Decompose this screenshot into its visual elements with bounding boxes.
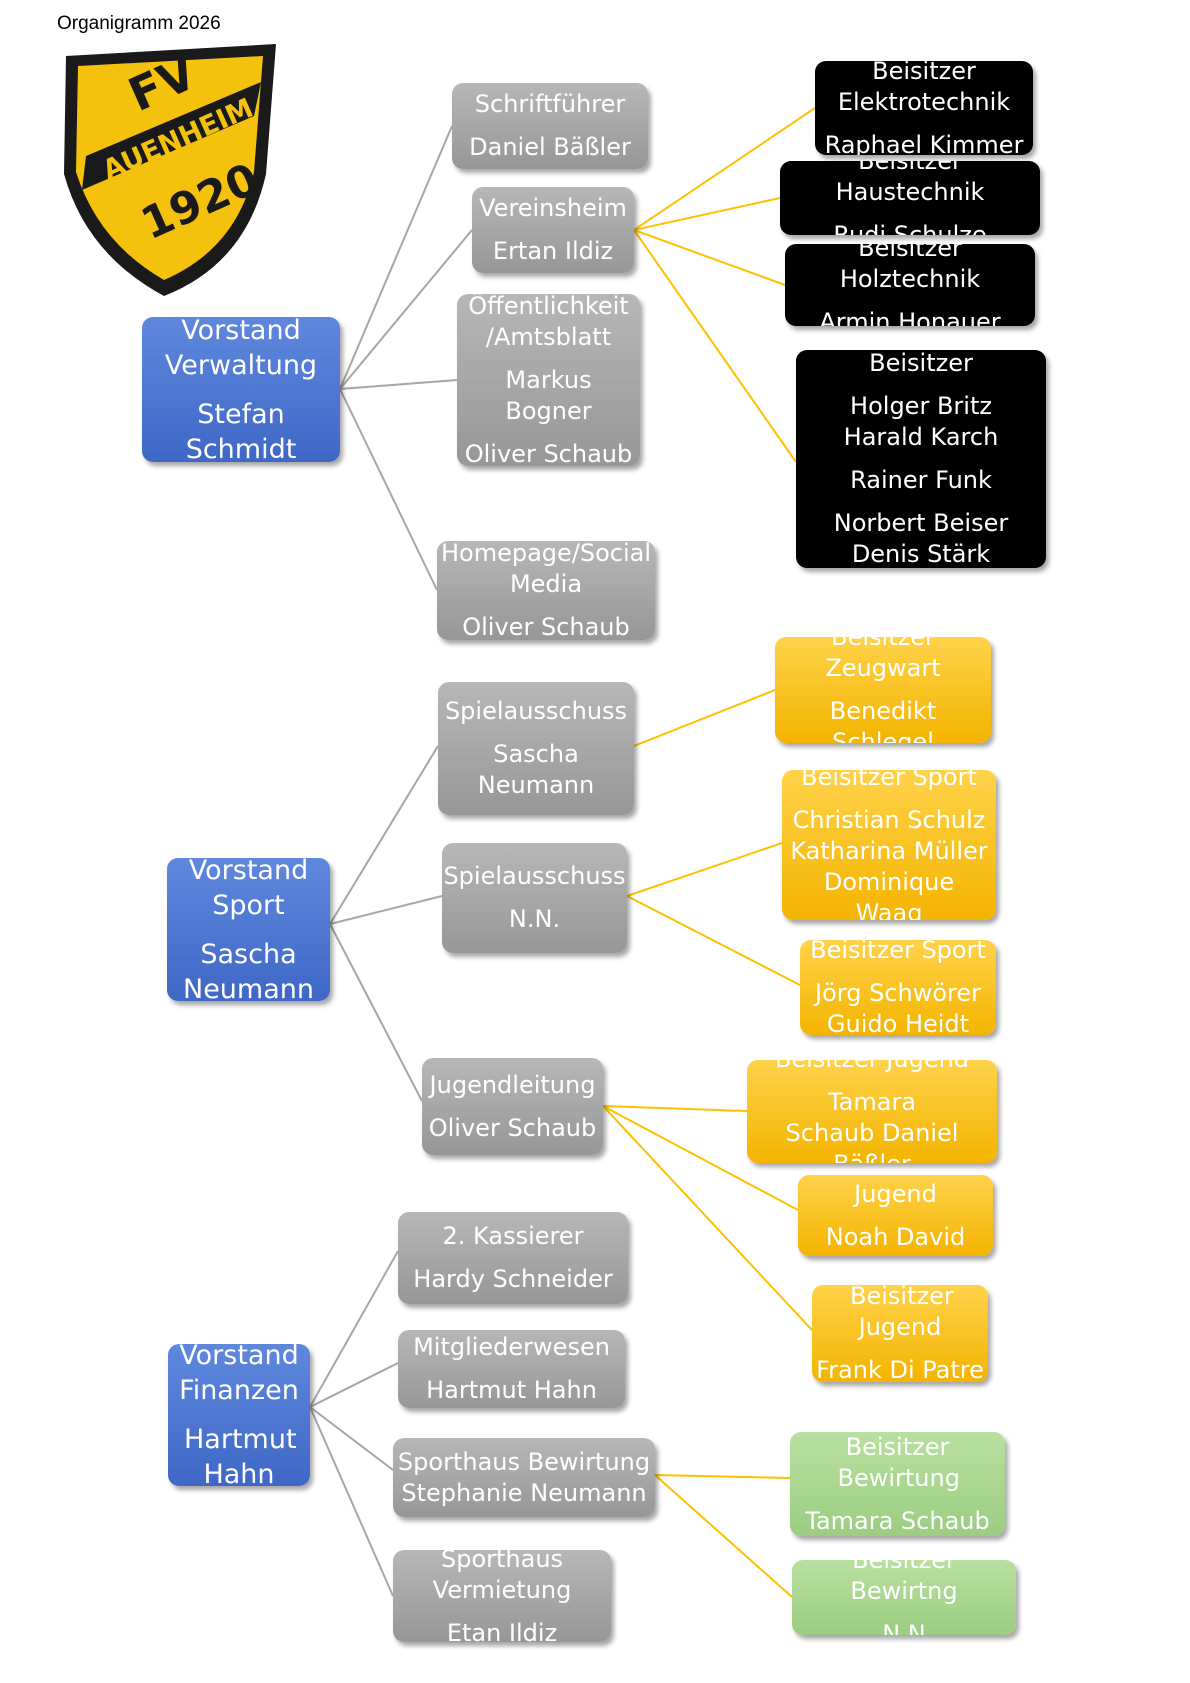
beisitzer-bewirtung-box: Beisitzer Bewirtung Tamara Schaub xyxy=(790,1432,1005,1536)
homepage-box: Homepage/Social Media Oliver Schaub xyxy=(437,541,655,640)
box-person: Ertan Ildiz xyxy=(492,237,614,265)
beisitzer-sport-1-box: Beisitzer Sport Christian Schulz Kathari… xyxy=(782,770,996,920)
kassierer-box: 2. Kassierer Hardy Schneider xyxy=(398,1212,628,1304)
box-role: Sporthaus Vermietung xyxy=(432,1550,572,1604)
box-role: Vorstand Sport xyxy=(188,858,309,921)
box-person: Stephanie Neumann xyxy=(401,1478,647,1507)
beisitzer-jugend-1-box: Beisitzer Jugend Tamara Schaub Daniel Bä… xyxy=(747,1060,997,1163)
club-logo: FV AUENHEIM 1920 xyxy=(64,44,276,296)
box-person: Markus Bogner xyxy=(505,365,592,425)
page-title: Organigramm 2026 xyxy=(57,13,221,34)
box-role: Sporthaus Bewirtung xyxy=(397,1447,651,1476)
box-person: Hartmut Hahn xyxy=(426,1376,597,1404)
box-person: Christian Schulz Katharina Müller Domini… xyxy=(790,805,988,921)
box-role: Jugendleitung xyxy=(429,1070,596,1099)
beisitzer-jugend-3-box: Beisitzer Jugend Frank Di Patre xyxy=(812,1285,988,1382)
box-role: Schriftführer xyxy=(474,90,626,118)
box-person: N.N xyxy=(882,1620,926,1635)
box-role: Vorstand Verwaltung xyxy=(164,317,318,381)
beisitzer-zeugwart-box: Beisitzer Zeugwart Benedikt Schlegel xyxy=(775,637,991,743)
oeffentlichkeit-box: Öffentlichkeit /Amtsblatt Markus Bogner … xyxy=(457,294,640,466)
box-person: Norbert Beiser Denis Stärk xyxy=(833,509,1009,568)
box-person: Rudi Schulze xyxy=(833,220,987,236)
box-role: Öffentlichkeit /Amtsblatt xyxy=(468,294,629,351)
box-role: Beisitzer Sport xyxy=(801,770,977,791)
box-person: Hartmut Hahn xyxy=(184,1424,297,1486)
box-person: Oliver Schaub xyxy=(462,613,630,640)
box-role: Beisitzer Elektrotechnik xyxy=(837,61,1011,116)
box-role: Beisitzer Jugend xyxy=(775,1060,969,1075)
beisitzer-elektrotechnik-box: Beisitzer Elektrotechnik Raphael Kimmer xyxy=(815,61,1033,155)
box-person: Raphael Kimmer xyxy=(824,130,1024,156)
box-person: Rainer Funk xyxy=(850,466,992,494)
box-person: Armin Honauer xyxy=(819,307,1001,327)
box-role: Beisitzer Jugend xyxy=(844,1175,948,1208)
vorstand-finanzen-box: Vorstand Finanzen Hartmut Hahn xyxy=(168,1344,310,1486)
box-role: Beisitzer Sport xyxy=(810,940,986,964)
box-person: N.N. xyxy=(508,905,561,933)
box-role: Beisitzer xyxy=(869,350,973,377)
box-person: Sascha Neumann xyxy=(477,740,595,799)
sporthaus-vermietung-box: Sporthaus Vermietung Etan Ildiz xyxy=(393,1550,611,1642)
box-role: Homepage/Social Media xyxy=(440,541,652,598)
box-person: Frank Di Patre xyxy=(816,1356,984,1382)
box-role: Beisitzer Jugend xyxy=(850,1285,954,1341)
spielausschuss-1-box: Spielausschuss Sascha Neumann xyxy=(438,682,634,815)
box-person: Noah David Erb xyxy=(825,1222,966,1257)
box-role: Spielausschuss xyxy=(443,862,626,890)
box-person: Sascha Neumann xyxy=(183,938,314,1002)
box-role: 2. Kassierer xyxy=(442,1222,584,1250)
vorstand-verwaltung-box: Vorstand Verwaltung Stefan Schmidt xyxy=(142,317,340,462)
box-person: Holger Britz Harald Karch xyxy=(843,392,999,451)
jugendleitung-box: Jugendleitung Oliver Schaub xyxy=(422,1058,603,1155)
beisitzer-bewirtng-box: Beisitzer Bewirtng N.N xyxy=(792,1560,1016,1635)
box-person: Daniel Bäßler xyxy=(469,133,631,161)
box-person: Etan Ildiz xyxy=(446,1618,558,1643)
beisitzer-holztechnik-box: Beisitzer Holztechnik Armin Honauer xyxy=(785,244,1035,326)
box-role: Beisitzer Zeugwart xyxy=(825,637,941,682)
box-role: Spielausschuss xyxy=(444,697,628,725)
mitgliederwesen-box: Mitgliederwesen Hartmut Hahn xyxy=(398,1330,625,1408)
box-person: Tamara Schaub Daniel Bäßler xyxy=(785,1087,959,1164)
box-role: Beisitzer Holztechnik xyxy=(839,244,981,293)
box-person: Stefan Schmidt xyxy=(185,398,297,463)
vorstand-sport-box: Vorstand Sport Sascha Neumann xyxy=(167,858,330,1001)
sporthaus-bewirtung-box: Sporthaus Bewirtung Stephanie Neumann xyxy=(393,1438,655,1517)
beisitzer-box: Beisitzer Holger Britz Harald Karch Rain… xyxy=(796,350,1046,568)
box-person: Benedikt Schlegel xyxy=(829,697,937,743)
beisitzer-sport-2-box: Beisitzer Sport Jörg Schwörer Guido Heid… xyxy=(800,940,996,1035)
box-person: Jörg Schwörer Guido Heidt xyxy=(815,979,981,1035)
box-role: Beisitzer Haustechnik xyxy=(835,161,985,206)
beisitzer-jugend-2-box: Beisitzer Jugend Noah David Erb xyxy=(798,1175,993,1256)
beisitzer-haustechnik-box: Beisitzer Haustechnik Rudi Schulze xyxy=(780,161,1040,235)
box-role: Vereinsheim xyxy=(479,194,627,222)
box-person: Tamara Schaub xyxy=(805,1506,990,1535)
schriftfuehrer-box: Schriftführer Daniel Bäßler xyxy=(452,83,648,169)
box-role: Vorstand Finanzen xyxy=(179,1344,299,1406)
spielausschuss-2-box: Spielausschuss N.N. xyxy=(442,843,627,953)
box-person: Oliver Schaub xyxy=(464,439,633,467)
box-role: Mitgliederwesen xyxy=(413,1333,610,1361)
box-role: Beisitzer Bewirtung xyxy=(837,1432,960,1492)
box-role: Beisitzer Bewirtng xyxy=(850,1560,958,1605)
box-person: Hardy Schneider xyxy=(413,1265,613,1293)
box-person: Oliver Schaub xyxy=(428,1113,597,1142)
vereinsheim-box: Vereinsheim Ertan Ildiz xyxy=(472,187,634,273)
